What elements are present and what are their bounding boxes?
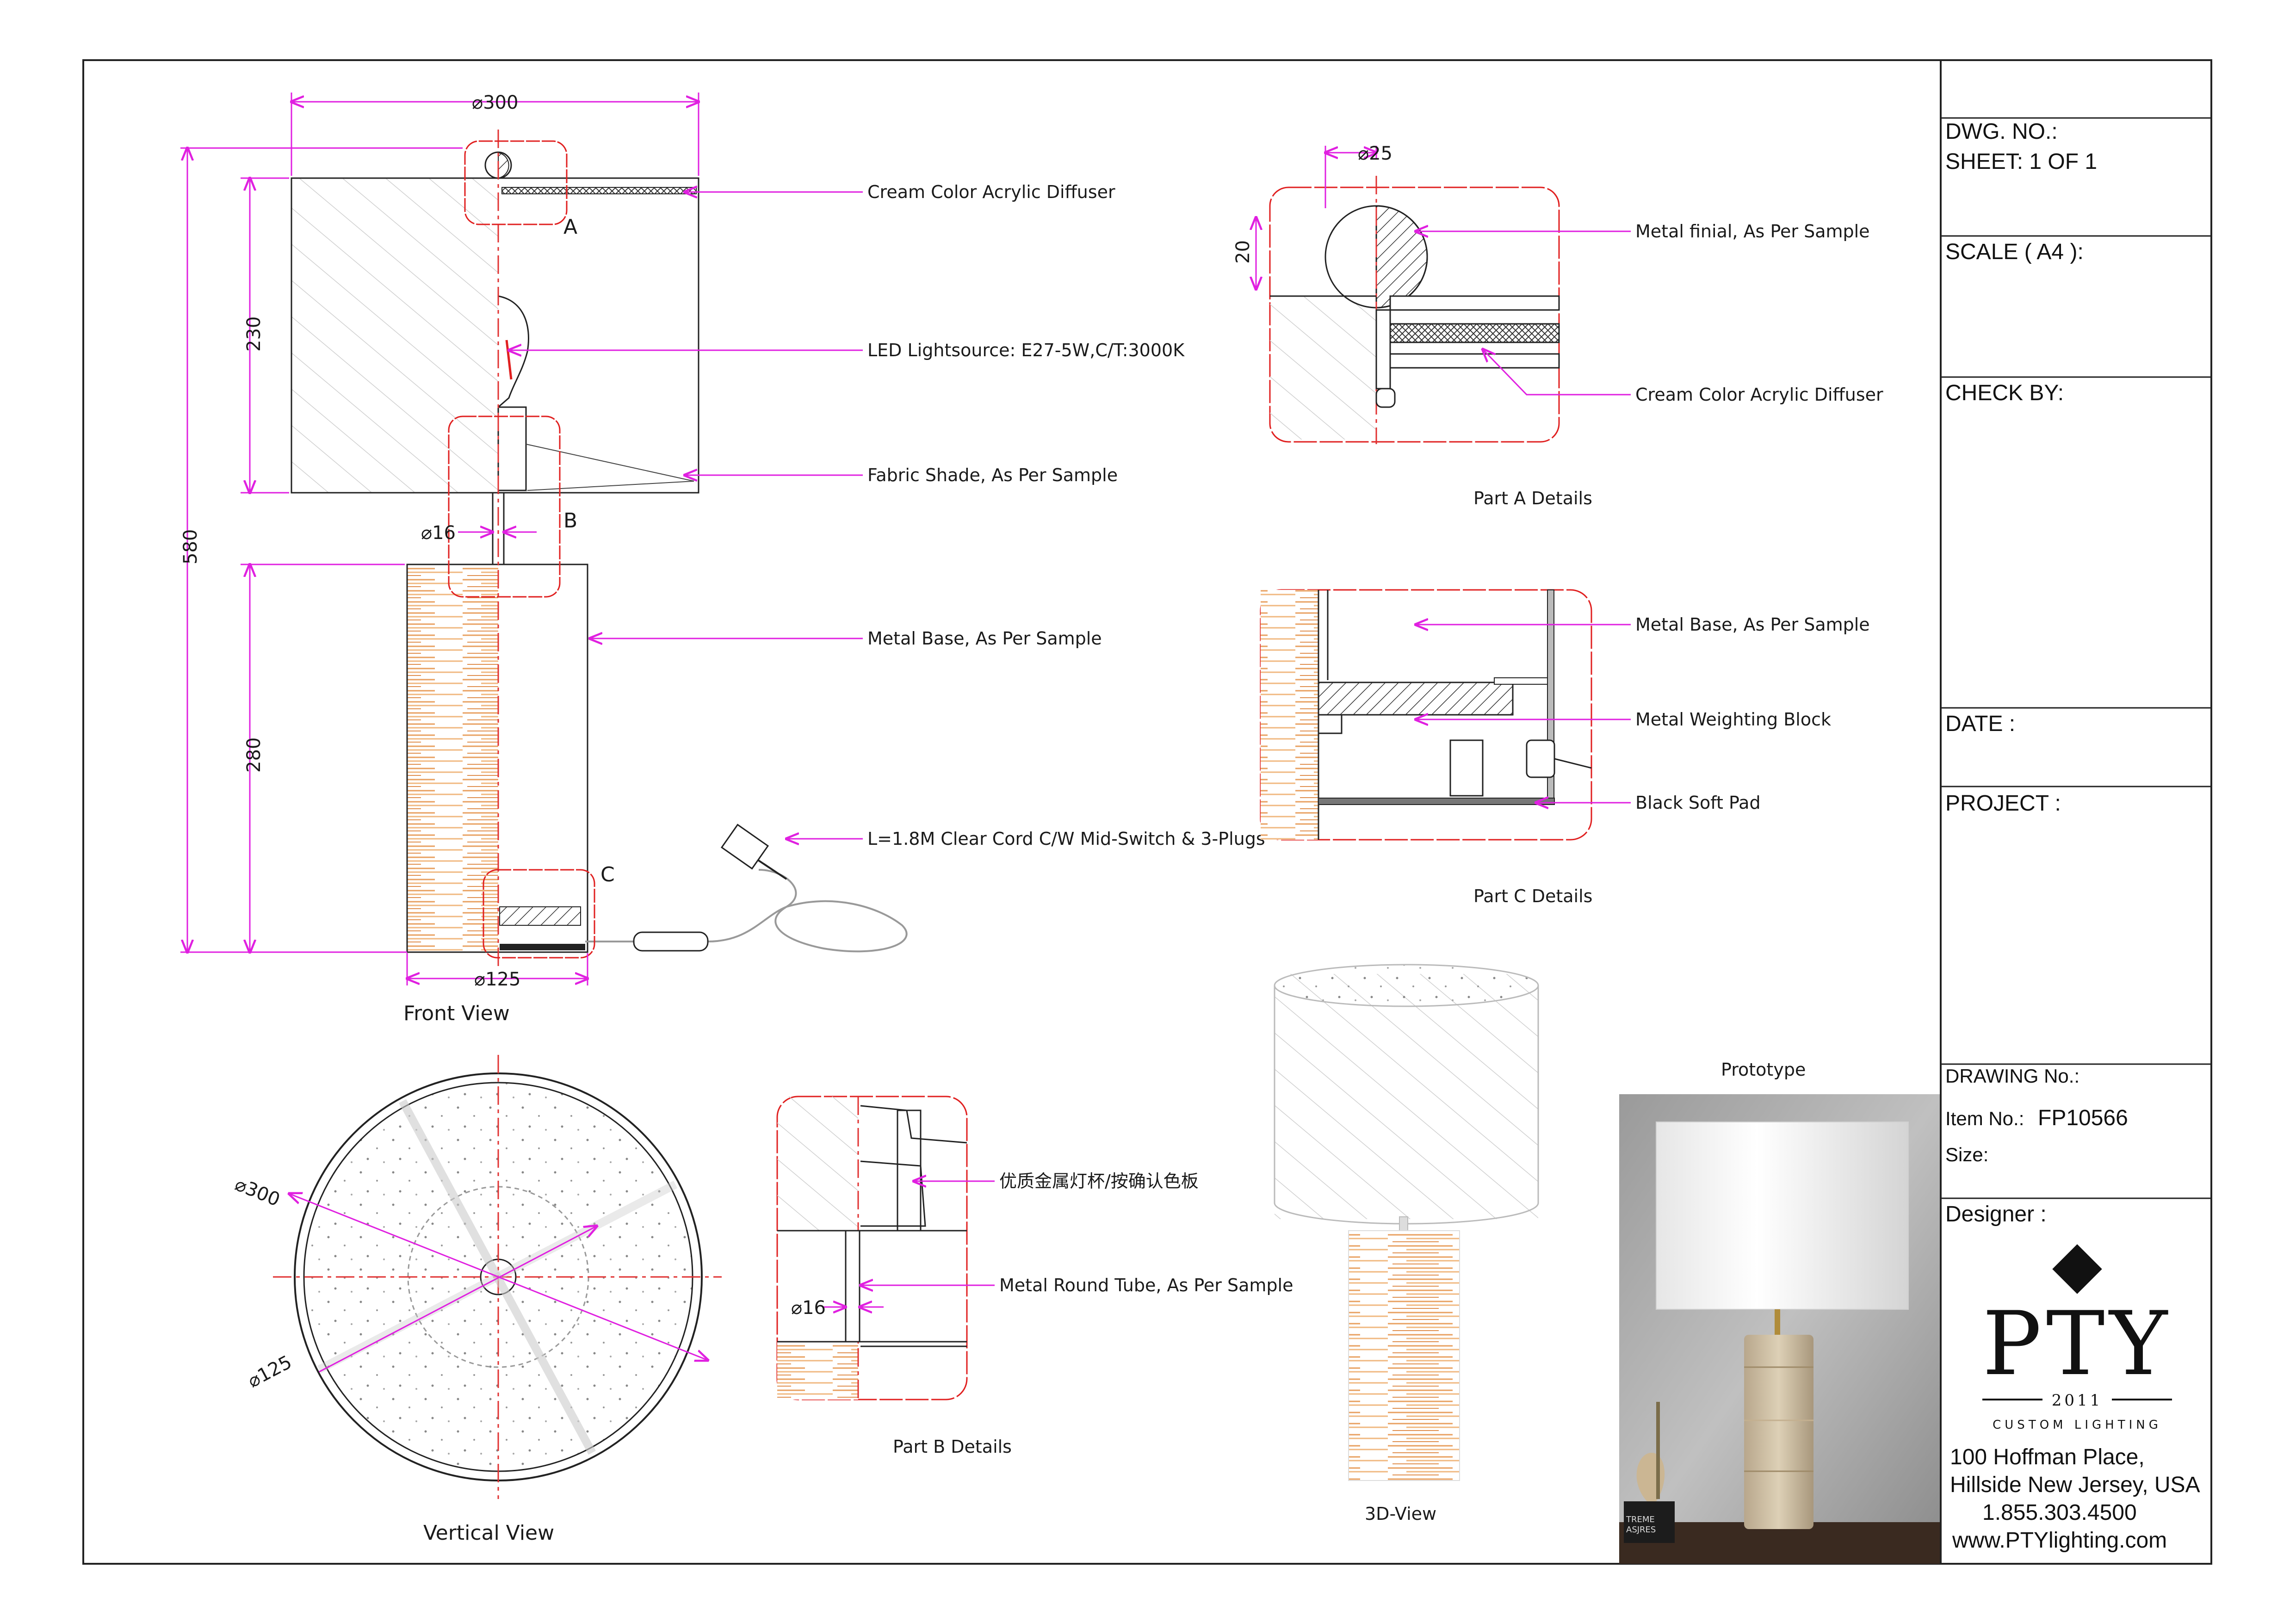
callout-light: LED Lightsource: E27-5W,C/T:3000K: [867, 340, 1185, 360]
front-view: A B C ⌀300 580 230 280 ⌀16 ⌀125 Cream Co…: [180, 92, 1265, 1025]
detail-outline-b: [448, 415, 561, 598]
caption-front-view: Front View: [403, 1002, 510, 1025]
callout-shade: Fabric Shade, As Per Sample: [867, 465, 1118, 485]
tb-phone: 1.855.303.4500: [1982, 1500, 2137, 1525]
dim-base-height: 280: [243, 737, 265, 773]
front-cord: [585, 869, 908, 953]
part-a-diffuser: [1389, 323, 1560, 343]
prototype-shade: [1656, 1121, 1909, 1310]
tb-date: DATE :: [1945, 712, 2015, 736]
caption-vertical-view: Vertical View: [423, 1521, 554, 1545]
tb-web: www.PTYlighting.com: [1952, 1528, 2167, 1553]
tb-addr1: 100 Hoffman Place,: [1950, 1445, 2145, 1469]
view-3d: 3D-View: [1274, 964, 1539, 1524]
caption-3d-view: 3D-View: [1365, 1504, 1436, 1524]
prototype: Prototype TREME ASJRES: [1619, 1059, 1941, 1564]
callout-b-tube: Metal Round Tube, As Per Sample: [999, 1275, 1293, 1295]
dim-finial-h: 20: [1232, 240, 1254, 264]
front-plug: [720, 824, 769, 870]
prototype-base: [1744, 1335, 1813, 1529]
tb-dwg-no: DWG. NO.:: [1945, 119, 2058, 144]
brand-year: 2011: [2052, 1391, 2103, 1410]
tb-size: Size:: [1945, 1144, 1988, 1165]
dim-shade-height: 230: [243, 316, 265, 352]
brand-diamond-icon: [2052, 1244, 2102, 1294]
callout-a-finial: Metal finial, As Per Sample: [1635, 221, 1870, 242]
tb-check: CHECK BY:: [1945, 381, 2064, 405]
tb-project: PROJECT :: [1945, 791, 2061, 816]
detail-outline-a: [464, 140, 568, 225]
marker-a: A: [563, 215, 577, 239]
caption-part-c: Part C Details: [1473, 886, 1592, 906]
vv-dim-outer: ⌀300: [232, 1174, 283, 1211]
callout-c-base: Metal Base, As Per Sample: [1635, 614, 1870, 635]
caption-prototype: Prototype: [1721, 1059, 1806, 1080]
3d-base: [1348, 1230, 1460, 1481]
part-b-outline: [776, 1096, 968, 1400]
part-b-tube: [845, 1230, 860, 1343]
front-switch: [633, 931, 709, 952]
caption-part-b: Part B Details: [893, 1437, 1012, 1457]
dim-tube-dia: ⌀16: [421, 522, 456, 544]
part-c-weight-block: [1318, 681, 1514, 716]
marker-c: C: [600, 863, 615, 886]
drawing-border: [82, 59, 2212, 1565]
part-a-details: ⌀25 20 Metal finial, As Per Sample Cream…: [1232, 143, 1883, 508]
callout-cord: L=1.8M Clear Cord C/W Mid-Switch & 3-Plu…: [867, 829, 1265, 849]
svg-text:TREME: TREME: [1626, 1515, 1655, 1524]
part-c-soft-pad: [1318, 798, 1555, 805]
vv-dim-inner: ⌀125: [244, 1351, 295, 1392]
brand-tagline: CUSTOM LIGHTING: [1993, 1418, 2162, 1432]
callout-base: Metal Base, As Per Sample: [867, 628, 1102, 649]
tb-scale: SCALE ( A4 ):: [1945, 240, 2084, 264]
callout-a-diffuser: Cream Color Acrylic Diffuser: [1635, 384, 1883, 405]
dim-shade-dia: ⌀300: [472, 92, 518, 113]
vertical-view: ⌀300 ⌀125 Vertical View: [232, 1055, 722, 1545]
brand-logo: PTY: [1982, 1293, 2172, 1395]
caption-part-a: Part A Details: [1473, 488, 1592, 508]
detail-outline-c: [483, 869, 595, 959]
tb-item-label: Item No.:: [1945, 1108, 2024, 1129]
dim-total-height: 580: [180, 529, 201, 564]
dim-b-tube: ⌀16: [791, 1297, 826, 1319]
svg-text:ASJRES: ASJRES: [1626, 1525, 1656, 1535]
front-diffuser: [501, 187, 697, 194]
callout-b-cup: 优质金属灯杯/按确认色板: [999, 1171, 1199, 1191]
tb-designer: Designer :: [1945, 1202, 2047, 1227]
front-bulb: [498, 295, 529, 408]
part-b-details: ⌀16 优质金属灯杯/按确认色板 Metal Round Tube, As Pe…: [776, 1096, 1293, 1457]
tb-addr2: Hillside New Jersey, USA: [1950, 1473, 2200, 1497]
title-block: DWG. NO.: SHEET: 1 OF 1 SCALE ( A4 ): CH…: [1940, 60, 2211, 1564]
tb-drawing-no: DRAWING No.:: [1945, 1065, 2079, 1087]
tb-sheet: SHEET: 1 OF 1: [1945, 149, 2097, 174]
dim-finial-dia: ⌀25: [1358, 143, 1392, 164]
3d-shade: [1275, 974, 1538, 1219]
dim-base-dia: ⌀125: [474, 969, 520, 990]
part-c-details: Metal Base, As Per Sample Metal Weightin…: [1260, 589, 1870, 906]
callout-c-block: Metal Weighting Block: [1635, 709, 1831, 730]
callout-diffuser: Cream Color Acrylic Diffuser: [867, 182, 1115, 202]
callout-c-pad: Black Soft Pad: [1635, 793, 1761, 813]
marker-b: B: [563, 509, 577, 533]
tb-item-value: FP10566: [2038, 1106, 2128, 1130]
